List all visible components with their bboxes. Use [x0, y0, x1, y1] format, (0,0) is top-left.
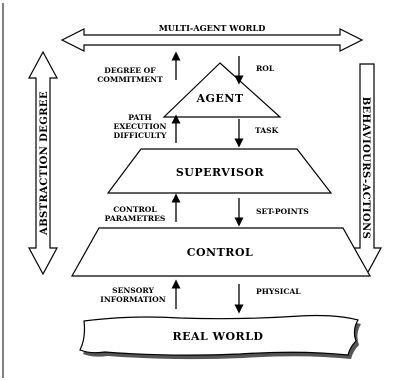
agent-label: AGENT: [195, 92, 243, 105]
label-control: CONTROL: [113, 205, 157, 214]
control-level: CONTROL: [70, 227, 372, 277]
behaviours-actions-arrow: BEHAVIOURS-ACTIONS: [351, 63, 383, 276]
label-setpoints: SET-POINTS: [256, 207, 309, 216]
control-label: CONTROL: [187, 246, 254, 259]
left-banner-label: ABSTRACTION DEGREE: [39, 91, 50, 236]
label-difficulty: DIFFICULTY: [114, 131, 168, 140]
supervisor-label: SUPERVISOR: [176, 166, 265, 179]
right-banner-label: BEHAVIOURS-ACTIONS: [360, 97, 371, 240]
top-banner-label: MULTI-AGENT WORLD: [159, 23, 266, 33]
label-task: TASK: [255, 126, 279, 135]
label-physical: PHYSICAL: [256, 287, 301, 296]
abstraction-degree-arrow: ABSTRACTION DEGREE: [27, 50, 59, 276]
multi-agent-world-arrow: MULTI-AGENT WORLD: [60, 23, 364, 52]
real-world-label: REAL WORLD: [173, 330, 264, 343]
real-world-level: REAL WORLD: [79, 314, 361, 360]
label-sensory: SENSORY: [112, 286, 154, 295]
label-commitment: COMMITMENT: [97, 75, 163, 84]
label-path: PATH: [128, 113, 151, 122]
supervisor-level: SUPERVISOR: [106, 148, 333, 194]
agent-level: AGENT: [162, 62, 282, 118]
label-rol: ROL: [256, 64, 275, 73]
label-degree-of: DEGREE OF: [104, 66, 156, 75]
label-execution: EXECUTION: [114, 122, 167, 131]
label-parametres: PARAMETRES: [105, 214, 166, 223]
label-information: INFORMATION: [100, 295, 166, 304]
